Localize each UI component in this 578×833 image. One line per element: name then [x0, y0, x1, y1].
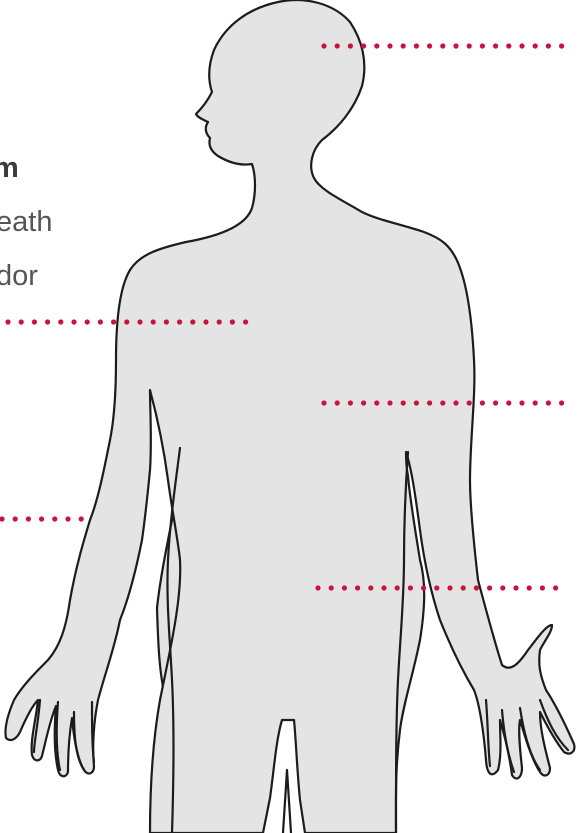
pointer-dot: [519, 43, 524, 48]
pointer-dot: [527, 585, 532, 590]
pointer-dot: [506, 400, 511, 405]
pointer-dot: [440, 43, 445, 48]
pointer-dot: [335, 43, 340, 48]
pointer-dot: [387, 400, 392, 405]
pointer-dot: [124, 319, 129, 324]
pointer-dot: [453, 400, 458, 405]
pointer-dot: [58, 319, 63, 324]
pointer-dot: [401, 400, 406, 405]
pointer-dot: [453, 43, 458, 48]
pointer-dot: [98, 319, 103, 324]
pointer-dot: [434, 585, 439, 590]
pointer-dot: [533, 400, 538, 405]
pointer-dot: [335, 400, 340, 405]
pointer-dot: [79, 516, 84, 521]
leg-gap: [283, 770, 291, 833]
pointer-dot: [329, 585, 334, 590]
pointer-dot: [190, 319, 195, 324]
pointer-dot: [421, 585, 426, 590]
pointer-dot: [387, 43, 392, 48]
pointer-dot: [540, 585, 545, 590]
pointer-dot: [203, 319, 208, 324]
pointer-dot: [519, 400, 524, 405]
label-line-2: eath: [0, 208, 52, 237]
pointer-dot: [506, 43, 511, 48]
pointer-dot: [440, 400, 445, 405]
pointer-dot: [361, 400, 366, 405]
pointer-dot: [546, 43, 551, 48]
pointer-dot: [493, 400, 498, 405]
pointer-dot: [374, 43, 379, 48]
pointer-dot: [381, 585, 386, 590]
pointer-dot: [546, 400, 551, 405]
pointer-dot: [19, 319, 24, 324]
pointer-dot: [164, 319, 169, 324]
human-silhouette: [5, 0, 574, 833]
pointer-dot: [111, 319, 116, 324]
pointer-dot: [533, 43, 538, 48]
pointer-dot: [45, 319, 50, 324]
pointer-dot: [493, 43, 498, 48]
pointer-dot: [32, 319, 37, 324]
pointer-dot: [243, 319, 248, 324]
pointer-dot: [65, 516, 70, 521]
label-title-fragment: m: [0, 154, 19, 183]
pointer-dot: [348, 43, 353, 48]
pointer-dot: [480, 43, 485, 48]
pointer-dot: [467, 400, 472, 405]
pointer-dot: [71, 319, 76, 324]
pointer-dot: [151, 319, 156, 324]
pointer-dot: [401, 43, 406, 48]
pointer-dot: [361, 43, 366, 48]
body-main: [5, 0, 574, 833]
leader-arm: [0, 516, 84, 521]
pointer-dot: [487, 585, 492, 590]
pointer-dot: [348, 400, 353, 405]
pointer-dot: [467, 43, 472, 48]
pointer-dot: [321, 400, 326, 405]
pointer-dot: [414, 400, 419, 405]
pointer-dot: [553, 585, 558, 590]
pointer-dot: [480, 400, 485, 405]
pointer-dot: [85, 319, 90, 324]
pointer-dot: [427, 400, 432, 405]
pointer-dot: [414, 43, 419, 48]
pointer-dot: [427, 43, 432, 48]
pointer-dot: [321, 43, 326, 48]
label-line-3: dor: [0, 262, 38, 291]
pointer-dot: [374, 400, 379, 405]
pointer-dot: [39, 516, 44, 521]
pointer-dot: [52, 516, 57, 521]
pointer-dot: [461, 585, 466, 590]
pointer-dot: [5, 319, 10, 324]
pointer-dot: [474, 585, 479, 590]
pointer-dot: [26, 516, 31, 521]
pointer-dot: [500, 585, 505, 590]
pointer-dot: [368, 585, 373, 590]
pointer-dot: [559, 43, 564, 48]
pointer-dot: [559, 400, 564, 405]
pointer-dot: [408, 585, 413, 590]
pointer-dot: [315, 585, 320, 590]
pointer-dot: [447, 585, 452, 590]
pointer-dot: [342, 585, 347, 590]
pointer-dot: [177, 319, 182, 324]
pointer-dot: [355, 585, 360, 590]
pointer-dot: [13, 516, 18, 521]
pointer-dot: [395, 585, 400, 590]
pointer-dot: [137, 319, 142, 324]
pointer-dot: [230, 319, 235, 324]
pointer-dot: [217, 319, 222, 324]
pointer-dot: [0, 516, 5, 521]
pointer-dot: [513, 585, 518, 590]
